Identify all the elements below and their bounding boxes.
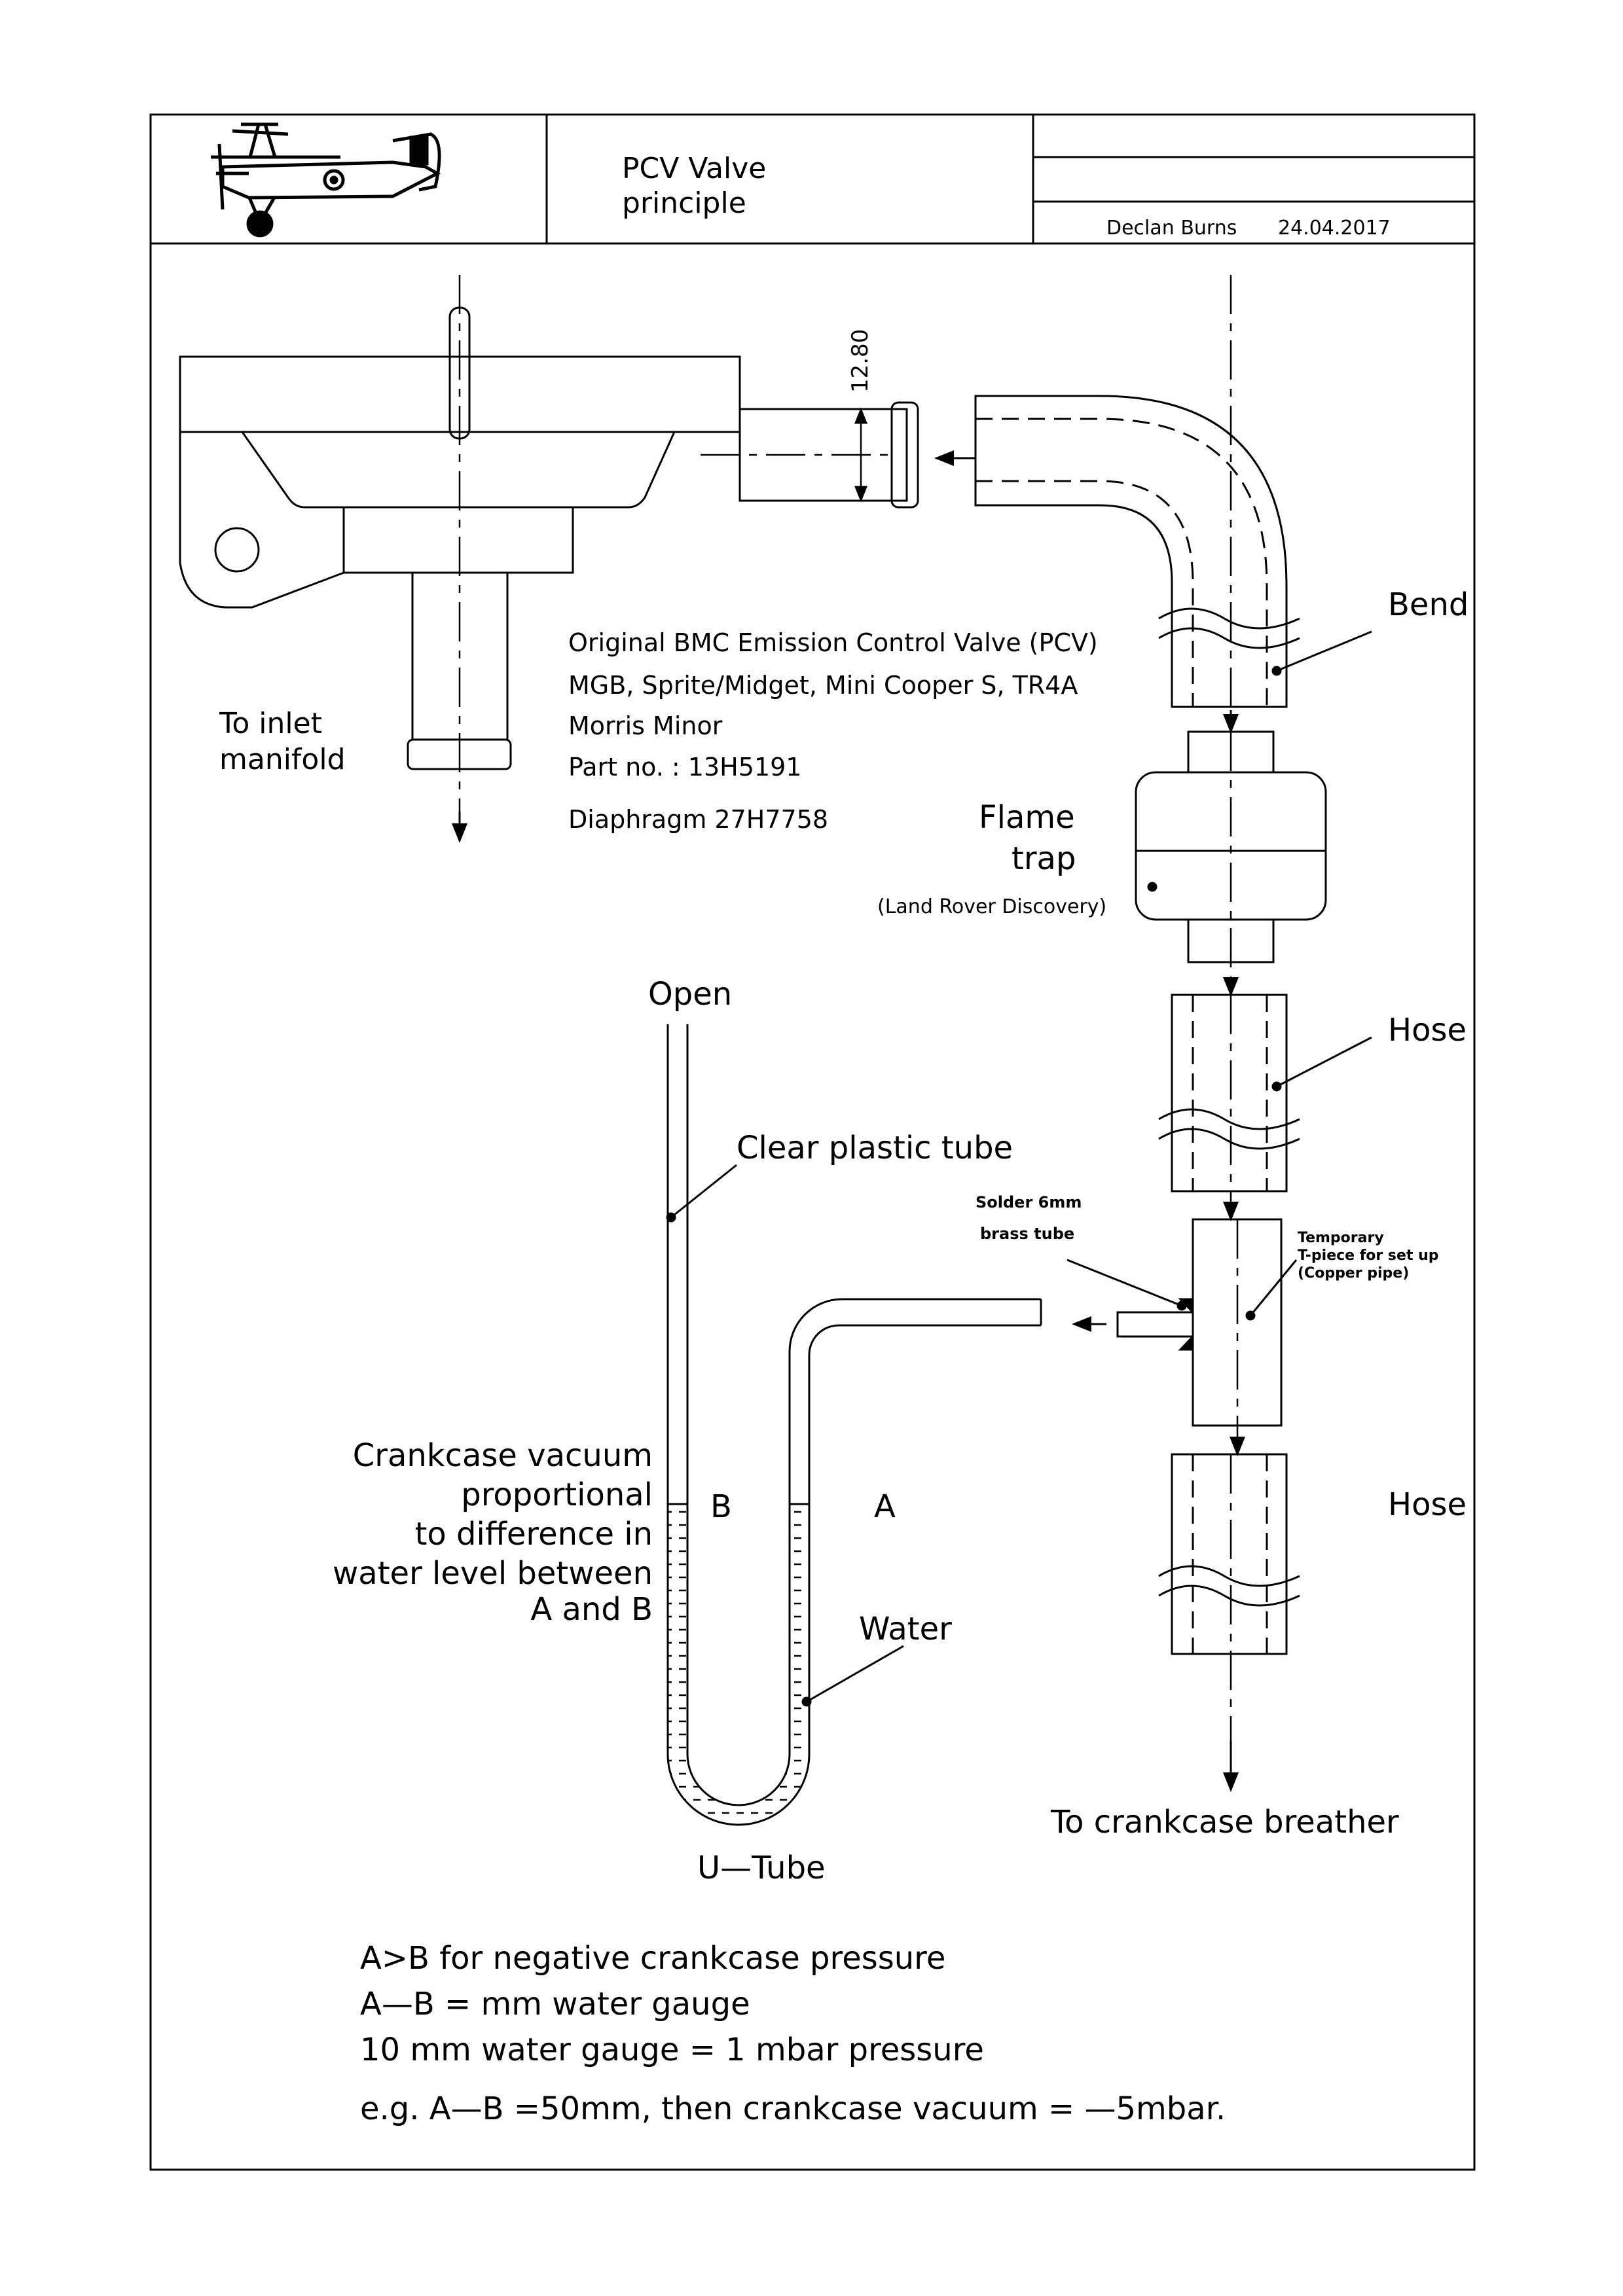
vacuum-note-line: Crankcase vacuum: [353, 1437, 653, 1474]
biplane-logo: [211, 122, 441, 238]
sheet-border: [149, 113, 1476, 2171]
title-block: [149, 113, 1476, 2171]
info-line: Original BMC Emission Control Valve (PCV…: [568, 628, 1098, 657]
clear-tube-label: Clear plastic tube: [737, 1130, 1013, 1166]
vacuum-note-line: to difference in: [415, 1516, 653, 1552]
solder-label-1: Solder 6mm: [976, 1193, 1082, 1211]
vacuum-note-line: A and B: [530, 1591, 653, 1628]
u-tube-manometer: [666, 1024, 1042, 1826]
title-line-2: principle: [622, 187, 746, 220]
tpiece-label-2: T-piece for set up: [1298, 1247, 1439, 1264]
level-b-label: B: [710, 1488, 732, 1525]
note-line: A>B for negative crankcase pressure: [360, 1940, 945, 1977]
info-line: Diaphragm 27H7758: [568, 805, 828, 834]
tpiece-label-3: (Copper pipe): [1298, 1265, 1409, 1282]
u-tube-label: U—Tube: [697, 1850, 826, 1886]
inlet-label-1: To inlet: [219, 707, 322, 740]
dimension-label: 12.80: [847, 329, 873, 393]
info-line: Part no. : 13H5191: [568, 753, 801, 781]
vacuum-note-line: proportional: [461, 1477, 653, 1513]
inlet-label-2: manifold: [219, 743, 346, 776]
hose-path: [934, 275, 1327, 1792]
vacuum-note-line: water level between: [333, 1555, 653, 1592]
vacuum-note: Crankcase vacuum proportional to differe…: [333, 1437, 653, 1628]
notes: A>B for negative crankcase pressure A—B …: [360, 1940, 1226, 2127]
bend-label: Bend: [1388, 586, 1468, 623]
drawing-date: 24.04.2017: [1278, 217, 1391, 240]
info-line: MGB, Sprite/Midget, Mini Cooper S, TR4A: [568, 671, 1078, 700]
flame-trap-label-1: Flame: [979, 799, 1075, 836]
flame-trap-label-2: trap: [1012, 840, 1076, 877]
level-a-label: A: [874, 1488, 896, 1525]
info-line: Morris Minor: [568, 711, 723, 740]
note-line: e.g. A—B =50mm, then crankcase vacuum = …: [360, 2090, 1226, 2127]
mounting-hole: [214, 527, 260, 573]
flame-trap-note: (Land Rover Discovery): [877, 895, 1106, 918]
dimension-12-80: [851, 407, 867, 503]
open-label: Open: [648, 976, 732, 1013]
water-label: Water: [859, 1611, 952, 1647]
tpiece-label-1: Temporary: [1298, 1230, 1384, 1246]
hose-label-2: Hose: [1388, 1486, 1467, 1523]
title-line-1: PCV Valve: [622, 152, 766, 185]
breather-label: To crankcase breather: [1050, 1804, 1399, 1840]
hose-label-1: Hose: [1388, 1012, 1467, 1049]
pcv-valve: [179, 275, 919, 843]
note-line: 10 mm water gauge = 1 mbar pressure: [360, 2032, 984, 2068]
valve-info: Original BMC Emission Control Valve (PCV…: [568, 628, 1098, 834]
author-name: Declan Burns: [1106, 217, 1237, 240]
solder-label-2: brass tube: [980, 1225, 1074, 1243]
note-line: A—B = mm water gauge: [360, 1986, 750, 2022]
